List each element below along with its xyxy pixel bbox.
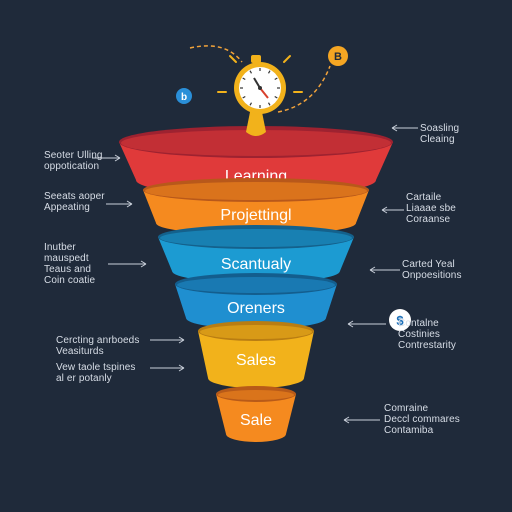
info-icon-glyph: b bbox=[181, 92, 187, 103]
note-left-4: Cercting anrboeds Veasiturds bbox=[56, 335, 140, 357]
connector-arrowhead bbox=[343, 416, 350, 424]
info-icon-bg bbox=[176, 88, 192, 104]
funnel-tier-rim-inner bbox=[177, 277, 335, 293]
note-left-5: Vew taole tspines al er potanly bbox=[56, 362, 136, 384]
funnel-tier-label: Sale bbox=[240, 412, 272, 429]
funnel-tier-rim-inner bbox=[160, 229, 352, 247]
funnel-tier-body bbox=[158, 237, 354, 283]
stopwatch-tick bbox=[274, 77, 278, 81]
stopwatch-tick bbox=[267, 70, 271, 74]
funnel-tier-label: Projettingl bbox=[220, 207, 291, 224]
info-icon: b bbox=[176, 88, 192, 104]
funnel-tier-5: Sales bbox=[198, 321, 314, 388]
connector-left-2 bbox=[106, 200, 133, 208]
funnel-tier-6: Sale bbox=[216, 386, 296, 442]
funnel-tier-rim-inner bbox=[200, 325, 312, 339]
dashed-arc-right bbox=[277, 65, 331, 113]
note-right-3: Carted Yeal Onpoesitions bbox=[402, 259, 462, 281]
connector-arrowhead bbox=[178, 364, 185, 372]
note-left-3: Inutber mauspedt Teaus and Coin coatie bbox=[44, 242, 96, 286]
connector-arrowhead bbox=[381, 206, 388, 214]
coin-icon-glyph: B bbox=[334, 51, 342, 63]
stopwatch-spark bbox=[283, 55, 291, 63]
note-right-1: Soasling Cleaing bbox=[420, 123, 460, 145]
stopwatch-tick bbox=[249, 70, 253, 74]
connector-left-4 bbox=[150, 336, 185, 344]
stopwatch-hand bbox=[259, 87, 269, 99]
connector-arrowhead bbox=[126, 200, 133, 208]
connector-left-5 bbox=[150, 364, 185, 372]
funnel-tier-body bbox=[175, 284, 337, 329]
connector-right-4 bbox=[347, 320, 386, 328]
stopwatch-icon bbox=[217, 55, 303, 136]
dollar-icon-bg bbox=[389, 309, 411, 331]
funnel-tier-label: Scantualy bbox=[221, 256, 291, 273]
stopwatch-tick bbox=[249, 102, 253, 106]
stopwatch-tick bbox=[242, 77, 246, 81]
coin-icon-bg bbox=[328, 46, 348, 66]
funnel-tier-rim-inner bbox=[145, 182, 367, 200]
funnel-tier-body bbox=[143, 190, 369, 235]
funnel-tier-3: Scantualy bbox=[158, 225, 354, 283]
dashed-arc-left bbox=[189, 45, 243, 63]
connector-right-1 bbox=[391, 124, 418, 132]
note-left-2: Seeats aoper Appeating bbox=[44, 191, 105, 213]
funnel-tier-body bbox=[216, 394, 296, 442]
funnel-tier-label: Sales bbox=[236, 352, 276, 369]
connector-arrowhead bbox=[347, 320, 354, 328]
stopwatch-tick bbox=[274, 95, 278, 99]
connector-right-3 bbox=[369, 266, 400, 274]
funnel-tier-4: Oreners bbox=[175, 273, 337, 329]
connector-left-3 bbox=[108, 260, 147, 268]
connector-arrowhead bbox=[178, 336, 185, 344]
stopwatch-tick bbox=[242, 95, 246, 99]
funnel-tier-rim-inner bbox=[121, 130, 391, 156]
dollar-icon: $ bbox=[389, 309, 411, 331]
note-right-4: Contalne Costinies Contrestarity bbox=[398, 318, 456, 351]
coin-icon: B bbox=[328, 46, 348, 66]
connector-arrowhead bbox=[114, 154, 121, 162]
connector-arrowhead bbox=[369, 266, 376, 274]
stopwatch-spark bbox=[229, 55, 237, 63]
connector-right-5 bbox=[343, 416, 380, 424]
stopwatch-crown bbox=[251, 55, 261, 63]
funnel-tier-label: Oreners bbox=[227, 300, 285, 317]
stopwatch-pin bbox=[258, 86, 262, 90]
dollar-icon-glyph: $ bbox=[396, 313, 404, 328]
stopwatch-stem bbox=[246, 112, 266, 136]
funnel-tier-body bbox=[198, 331, 314, 388]
stopwatch-tick bbox=[267, 102, 271, 106]
connector-arrowhead bbox=[391, 124, 398, 132]
note-left-1: Seoter Ulling oppotication bbox=[44, 150, 103, 172]
note-right-2: Cartaile Liaaae sbe Coraanse bbox=[406, 192, 456, 225]
funnel-tier-rim-inner bbox=[218, 390, 294, 400]
connector-left-1 bbox=[92, 154, 121, 162]
funnel-tier-2: Projettingl bbox=[143, 178, 369, 235]
connector-right-2 bbox=[381, 206, 404, 214]
note-right-5: Comraine Deccl commares Contamiba bbox=[384, 403, 460, 436]
connector-arrowhead bbox=[140, 260, 147, 268]
